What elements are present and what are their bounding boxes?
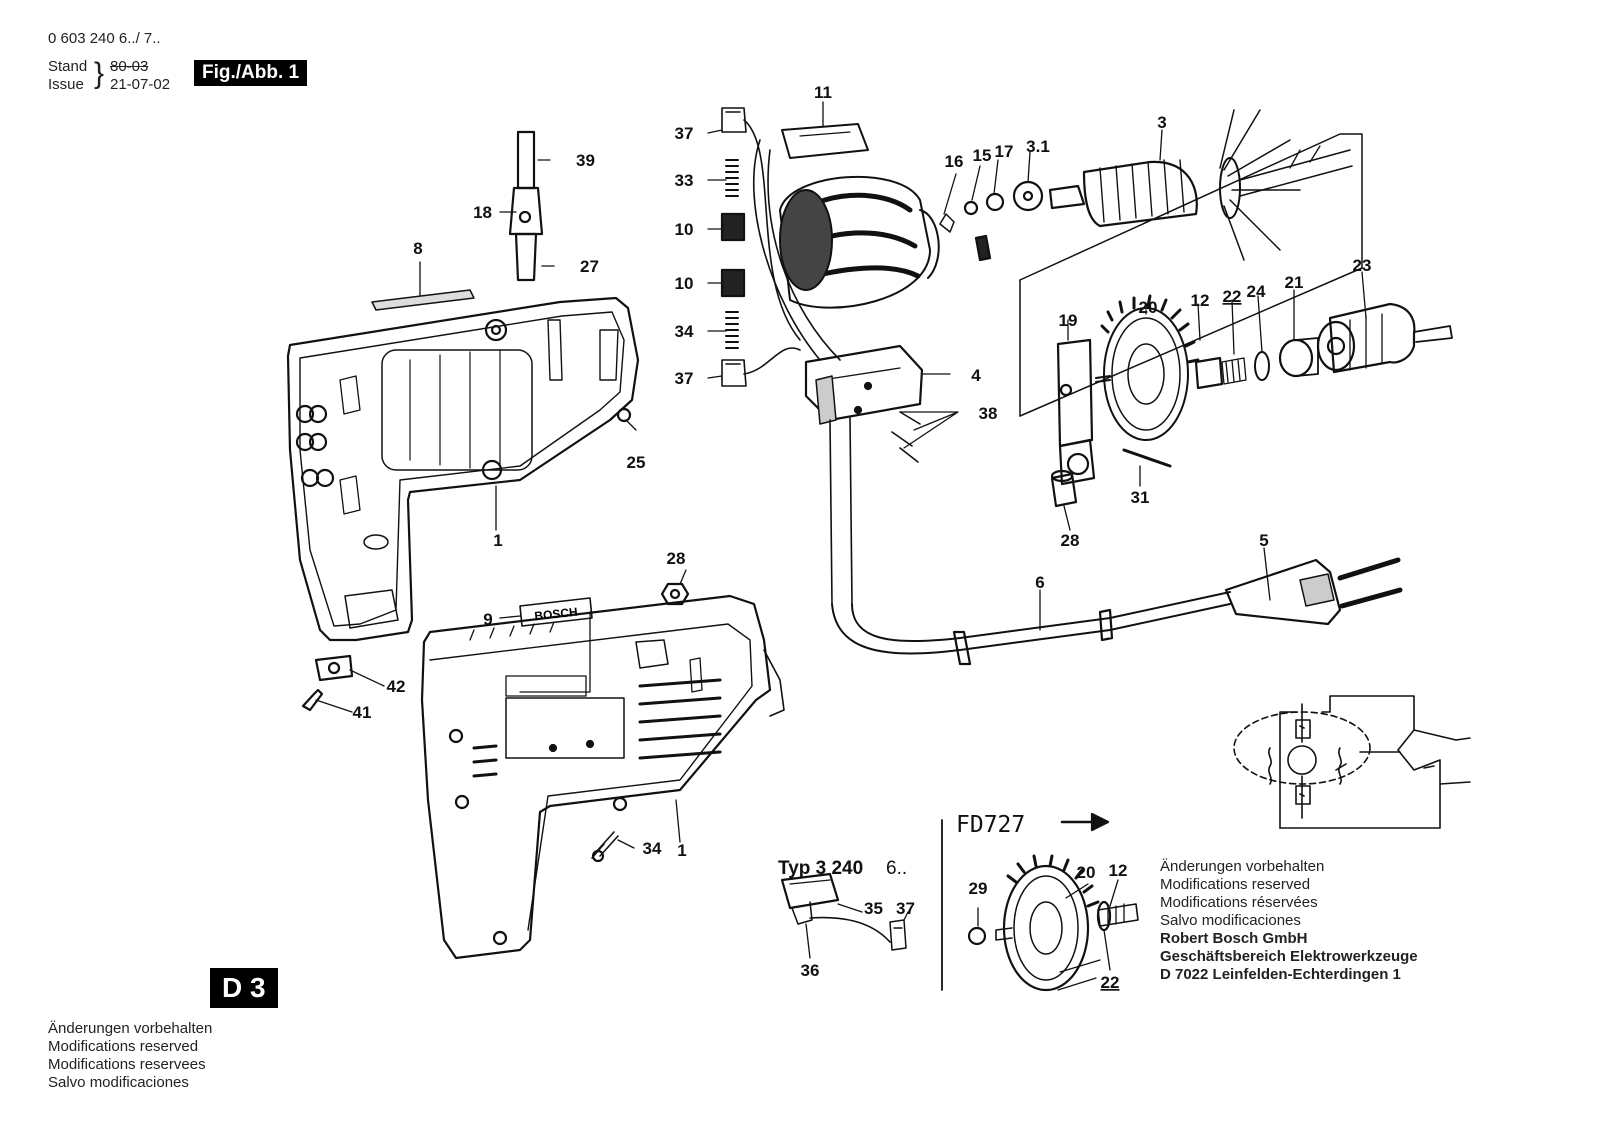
housing-half-left-drawing bbox=[286, 289, 640, 642]
part-label-11: 11 bbox=[814, 83, 832, 102]
part-label-28a: 33 bbox=[675, 171, 694, 190]
part-label-28b: 34 bbox=[675, 322, 694, 341]
brace-icon: } bbox=[94, 57, 105, 90]
power-cord-drawing bbox=[831, 557, 1403, 666]
part-label-8: 8 bbox=[413, 239, 422, 258]
fd727-title: FD727 bbox=[956, 812, 1025, 838]
part-label-37a: 37 bbox=[675, 124, 694, 143]
part-label-19: 19 bbox=[1059, 311, 1078, 330]
part-label-3-1: 3.1 bbox=[1026, 137, 1050, 156]
circuit-diagram-drawing bbox=[1233, 695, 1471, 829]
issue-label: Issue bbox=[48, 76, 84, 93]
part-label-42: 42 bbox=[387, 677, 406, 696]
issue-value: 21-07-02 bbox=[110, 76, 171, 93]
fd-label-20: 20 bbox=[1077, 863, 1096, 882]
typ-label-36: 36 bbox=[801, 961, 820, 980]
part-label-21: 21 bbox=[1285, 273, 1304, 292]
part-label-9: 9 bbox=[483, 610, 492, 629]
part-label-6: 6 bbox=[1035, 573, 1044, 592]
figure-badge: Fig./Abb. 1 bbox=[194, 60, 308, 86]
part-label-10b: 10 bbox=[675, 274, 694, 293]
page-badge: D 3 bbox=[210, 968, 278, 1008]
stand-label: Stand bbox=[48, 58, 88, 75]
fd-label-29: 29 bbox=[969, 879, 988, 898]
part-label-24: 24 bbox=[1247, 282, 1266, 301]
part-label-27: 27 bbox=[580, 257, 599, 276]
company-address: D 7022 Leinfelden-Echterdingen 1 bbox=[1160, 966, 1401, 983]
part-label-5: 5 bbox=[1259, 531, 1268, 550]
part-label-3: 3 bbox=[1157, 113, 1166, 132]
field-coil-drawing bbox=[779, 123, 940, 309]
part-label-38: 38 bbox=[979, 404, 998, 423]
brush-wiring-drawing bbox=[720, 107, 841, 387]
part-label-41: 41 bbox=[353, 703, 372, 722]
part-label-15: 15 bbox=[973, 146, 992, 165]
typ-title: Typ 3 240 bbox=[778, 858, 863, 879]
leader-lines bbox=[315, 101, 1367, 971]
part-label-20: 20 bbox=[1139, 298, 1158, 317]
part-label-34: 34 bbox=[643, 839, 662, 858]
part-label-17: 17 bbox=[995, 142, 1014, 161]
part-label-33: 31 bbox=[1131, 488, 1150, 507]
note-line: Änderungen vorbehalten bbox=[48, 1020, 213, 1037]
part-label-16: 16 bbox=[945, 152, 964, 171]
part-label-23: 23 bbox=[1353, 256, 1372, 275]
part-label-39: 39 bbox=[576, 151, 595, 170]
part-number: 0 603 240 6../ 7.. bbox=[48, 30, 161, 47]
note-line: Salvo modificaciones bbox=[1160, 912, 1301, 929]
note-line: Salvo modificaciones bbox=[48, 1074, 189, 1091]
nut-and-screw-drawing bbox=[591, 582, 690, 863]
part-label-18: 18 bbox=[473, 203, 492, 222]
typ-label-37: 37 bbox=[896, 899, 915, 918]
part-label-25: 25 bbox=[627, 453, 646, 472]
part-label-12: 12 bbox=[1191, 291, 1210, 310]
note-line: Modifications réservées bbox=[1160, 894, 1318, 911]
armature-drawing bbox=[939, 109, 1353, 261]
part-label-31: 28 bbox=[667, 549, 686, 568]
typ-switch-drawing bbox=[780, 872, 907, 951]
fd-label-12: 12 bbox=[1109, 861, 1128, 880]
company-name: Robert Bosch GmbH bbox=[1160, 930, 1308, 947]
fd-label-22: 22 bbox=[1101, 973, 1120, 992]
brush-holder-strip-drawing bbox=[508, 130, 544, 282]
stand-value: 80-03 bbox=[110, 58, 149, 75]
note-line: Modifications reservees bbox=[48, 1056, 206, 1073]
note-line: Modifications reserved bbox=[1160, 876, 1311, 893]
part-label-1a: 1 bbox=[493, 531, 502, 550]
gearbox-drawing bbox=[1050, 294, 1453, 508]
company-division: Geschäftsbereich Elektrowerkzeuge bbox=[1160, 948, 1418, 965]
assembly-frame-lines bbox=[974, 133, 1363, 417]
part-label-22: 22 bbox=[1223, 287, 1242, 306]
switch-drawing bbox=[804, 344, 924, 605]
typ-label-35: 35 bbox=[864, 899, 883, 918]
cable-clamp-drawing bbox=[301, 407, 632, 712]
note-line: Änderungen vorbehalten bbox=[1160, 858, 1325, 875]
brand-plate-drawing bbox=[519, 597, 593, 693]
part-label-1b: 1 bbox=[677, 841, 686, 860]
note-line: Modifications reserved bbox=[48, 1038, 199, 1055]
part-label-4: 4 bbox=[971, 366, 981, 385]
part-label-26: 28 bbox=[1061, 531, 1080, 550]
typ-title-suffix: 6.. bbox=[886, 858, 907, 879]
notes-right: Änderungen vorbehalten Modifications res… bbox=[1160, 858, 1418, 984]
housing-half-right-drawing bbox=[420, 594, 785, 960]
part-label-10a: 10 bbox=[675, 220, 694, 239]
fd727-drawing bbox=[941, 819, 1139, 992]
brand-plate-text: BOSCH bbox=[534, 605, 579, 623]
part-label-37b: 37 bbox=[675, 369, 694, 388]
notes-left: Änderungen vorbehalten Modifications res… bbox=[48, 1020, 212, 1092]
